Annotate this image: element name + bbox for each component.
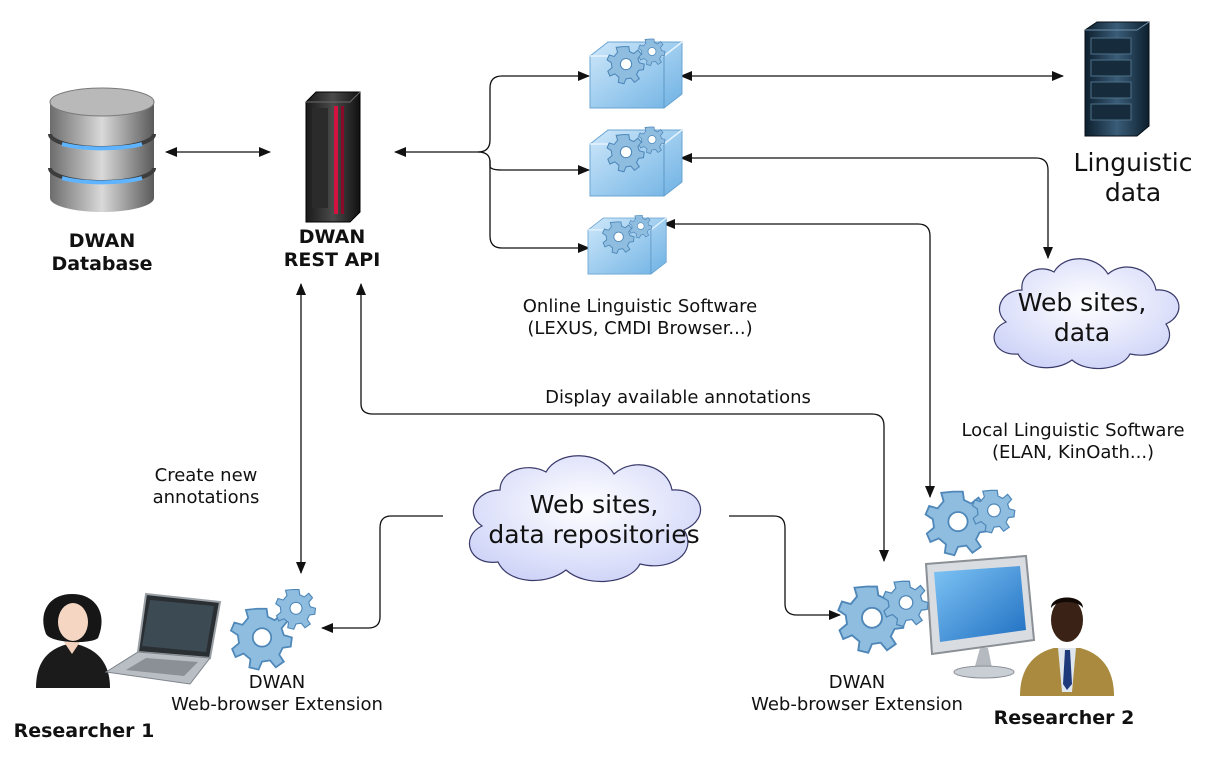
person-female-icon <box>36 594 110 688</box>
cloud-icon <box>993 258 1180 370</box>
extension-1-label: DWAN Web-browser Extension <box>146 672 408 715</box>
create-annotations-line-1: Create new <box>154 465 258 486</box>
online-software-line-1: Online Linguistic Software <box>522 296 758 317</box>
arrow-cloud-extension2 <box>729 515 841 620</box>
create-annotations-label: Create new annotations <box>130 465 282 508</box>
arrow-api-software-bus <box>394 71 590 157</box>
dwan-rest-api-line-2: REST API <box>283 248 381 271</box>
database-icon <box>48 87 156 212</box>
extension-1-line-2: Web-browser Extension <box>171 693 383 715</box>
software-box-gear-icon <box>588 215 666 274</box>
dwan-database-label: DWAN Database <box>40 230 164 276</box>
software-box-gear-icon <box>590 127 682 196</box>
server-icon <box>305 91 361 223</box>
extension-2-line-1: DWAN <box>828 672 886 693</box>
researcher-1-label: Researcher 1 <box>13 720 155 742</box>
connectors <box>165 71 1064 633</box>
laptop-icon <box>104 592 222 685</box>
local-software-label: Local Linguistic Software (ELAN, KinOath… <box>936 420 1210 463</box>
dwan-database-line-2: Database <box>51 252 153 275</box>
arrow-software2-websites <box>680 153 1053 259</box>
researcher-2-label: Researcher 2 <box>993 707 1135 729</box>
person-male-icon <box>1020 597 1114 696</box>
extension-2-label: DWAN Web-browser Extension <box>726 672 988 715</box>
linguistic-data-line-1: Linguistic <box>1073 148 1193 177</box>
server-rack-icon <box>1084 21 1150 137</box>
online-software-line-2: (LEXUS, CMDI Browser...) <box>527 317 753 339</box>
extension-1-line-1: DWAN <box>248 672 306 693</box>
web-sites-data-label: Web sites, data <box>1000 288 1164 348</box>
gears-icon <box>230 588 317 671</box>
web-sites-repos-line-2: data repositories <box>488 520 700 549</box>
software-box-gear-icon <box>590 39 682 108</box>
display-annotations-label: Display available annotations <box>545 387 811 408</box>
web-sites-repos-line-1: Web sites, <box>529 490 659 519</box>
create-annotations-line-2: annotations <box>152 486 260 508</box>
arrow-bus-software-2 <box>477 151 590 175</box>
local-software-line-1: Local Linguistic Software <box>961 420 1185 441</box>
local-software-line-2: (ELAN, KinOath...) <box>991 441 1155 463</box>
web-sites-data-line-1: Web sites, <box>1017 288 1147 317</box>
online-software-label: Online Linguistic Software (LEXUS, CMDI … <box>490 296 790 339</box>
dwan-rest-api-label: DWAN REST API <box>270 226 394 272</box>
arrow-bus-software-3 <box>489 160 590 253</box>
dwan-database-line-1: DWAN <box>68 230 136 252</box>
extension-2-line-2: Web-browser Extension <box>751 693 963 715</box>
arrow-cloud-extension1 <box>321 515 443 633</box>
gears-icon <box>924 489 1016 557</box>
linguistic-data-line-2: data <box>1104 178 1162 207</box>
linguistic-data-label: Linguistic data <box>1058 148 1208 208</box>
arrow-display-annotations <box>356 283 889 562</box>
cloud-icon <box>468 455 702 583</box>
dwan-rest-api-line-1: DWAN <box>298 226 366 248</box>
gears-icon <box>837 580 929 654</box>
monitor-icon <box>924 554 1036 679</box>
arrow-software3-local <box>663 219 935 498</box>
web-sites-repos-label: Web sites, data repositories <box>470 490 718 550</box>
web-sites-data-line-2: data <box>1053 318 1111 347</box>
